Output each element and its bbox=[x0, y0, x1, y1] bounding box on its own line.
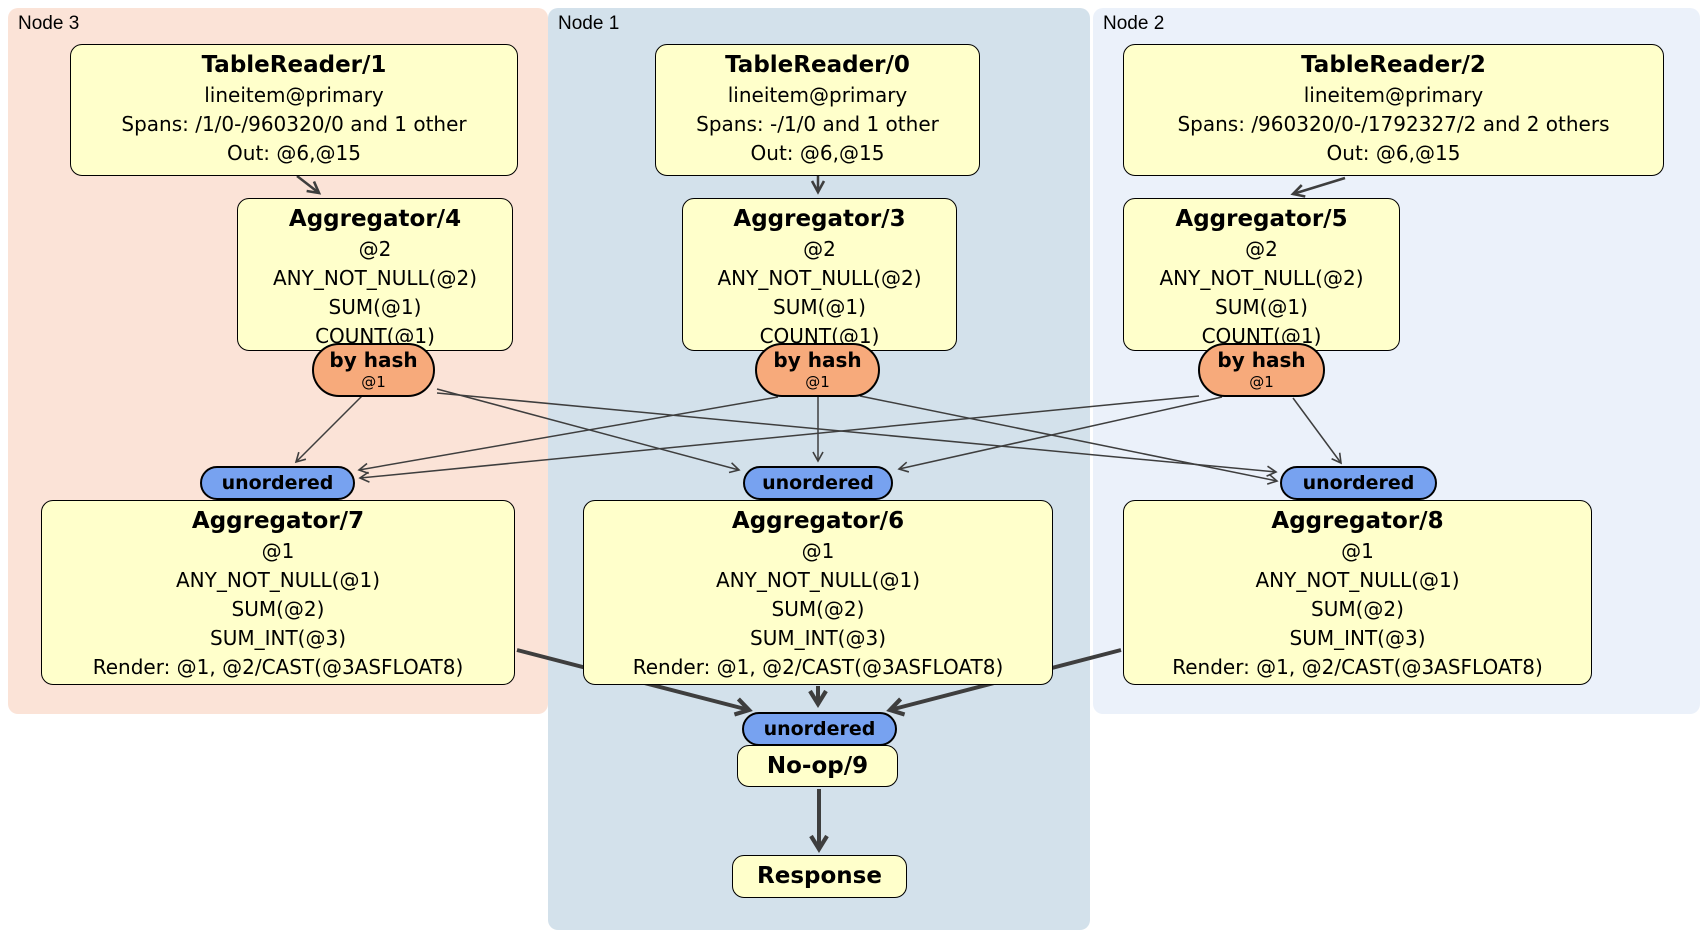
processor-tablereader-0: TableReader/0 lineitem@primary Spans: -/… bbox=[655, 44, 980, 176]
processor-title: TableReader/1 bbox=[201, 52, 387, 78]
processor-detail: ANY_NOT_NULL(@1) bbox=[1255, 568, 1460, 592]
router-by-hash-node1: by hash @1 bbox=[755, 343, 880, 397]
processor-detail: @2 bbox=[358, 237, 392, 261]
processor-aggregator-6: Aggregator/6 @1 ANY_NOT_NULL(@1) SUM(@2)… bbox=[583, 500, 1053, 685]
processor-title: Aggregator/6 bbox=[731, 508, 905, 534]
processor-detail: @1 bbox=[261, 539, 295, 563]
router-hash-column: @1 bbox=[1249, 373, 1274, 391]
processor-detail: Spans: -/1/0 and 1 other bbox=[696, 112, 939, 136]
processor-title: Response bbox=[757, 863, 882, 889]
processor-detail: ANY_NOT_NULL(@1) bbox=[716, 568, 920, 592]
processor-detail: SUM_INT(@3) bbox=[750, 626, 886, 650]
processor-aggregator-5: Aggregator/5 @2 ANY_NOT_NULL(@2) SUM(@1)… bbox=[1123, 198, 1400, 351]
stream-unordered-node2: unordered bbox=[1280, 466, 1437, 500]
processor-detail: ANY_NOT_NULL(@2) bbox=[717, 266, 922, 290]
processor-tablereader-2: TableReader/2 lineitem@primary Spans: /9… bbox=[1123, 44, 1664, 176]
processor-tablereader-1: TableReader/1 lineitem@primary Spans: /1… bbox=[70, 44, 518, 176]
stream-unordered-noop: unordered bbox=[742, 712, 897, 746]
processor-detail: SUM(@1) bbox=[1215, 295, 1308, 319]
panel-node3-label: Node 3 bbox=[18, 13, 80, 34]
panel-node1-label: Node 1 bbox=[558, 13, 620, 34]
processor-title: Aggregator/8 bbox=[1271, 508, 1444, 534]
router-label: by hash bbox=[329, 348, 418, 372]
processor-detail: ANY_NOT_NULL(@1) bbox=[176, 568, 380, 592]
processor-detail: SUM(@1) bbox=[773, 295, 866, 319]
processor-detail: ANY_NOT_NULL(@2) bbox=[273, 266, 477, 290]
processor-detail: SUM(@1) bbox=[328, 295, 422, 319]
stream-unordered-node3: unordered bbox=[200, 466, 355, 500]
processor-response: Response bbox=[732, 855, 907, 898]
processor-detail: ANY_NOT_NULL(@2) bbox=[1159, 266, 1364, 290]
processor-title: Aggregator/4 bbox=[288, 206, 462, 232]
processor-detail: Spans: /1/0-/960320/0 and 1 other bbox=[121, 112, 467, 136]
panel-node2-label: Node 2 bbox=[1103, 13, 1165, 34]
processor-detail: @1 bbox=[801, 539, 835, 563]
router-by-hash-node2: by hash @1 bbox=[1198, 343, 1325, 397]
processor-detail: Spans: /960320/0-/1792327/2 and 2 others bbox=[1177, 112, 1610, 136]
processor-noop-9: No-op/9 bbox=[737, 745, 898, 787]
processor-aggregator-7: Aggregator/7 @1 ANY_NOT_NULL(@1) SUM(@2)… bbox=[41, 500, 515, 685]
processor-detail: lineitem@primary bbox=[727, 83, 908, 107]
router-by-hash-node3: by hash @1 bbox=[312, 343, 435, 397]
processor-detail: Out: @6,@15 bbox=[750, 141, 885, 165]
stream-label: unordered bbox=[221, 472, 334, 494]
processor-aggregator-3: Aggregator/3 @2 ANY_NOT_NULL(@2) SUM(@1)… bbox=[682, 198, 957, 351]
processor-detail: SUM(@2) bbox=[771, 597, 865, 621]
processor-detail: Out: @6,@15 bbox=[227, 141, 361, 165]
processor-title: TableReader/0 bbox=[725, 52, 910, 78]
processor-detail: Render: @1, @2/CAST(@3ASFLOAT8) bbox=[632, 655, 1004, 679]
processor-detail: Render: @1, @2/CAST(@3ASFLOAT8) bbox=[92, 655, 464, 679]
router-hash-column: @1 bbox=[805, 373, 830, 391]
processor-title: No-op/9 bbox=[766, 752, 869, 779]
processor-detail: @2 bbox=[1245, 237, 1278, 261]
processor-title: Aggregator/3 bbox=[733, 206, 906, 232]
processor-detail: SUM(@2) bbox=[1311, 597, 1404, 621]
processor-detail: @2 bbox=[803, 237, 836, 261]
processor-aggregator-4: Aggregator/4 @2 ANY_NOT_NULL(@2) SUM(@1)… bbox=[237, 198, 513, 351]
stream-unordered-node1: unordered bbox=[743, 466, 893, 500]
processor-title: TableReader/2 bbox=[1301, 52, 1486, 78]
processor-title: Aggregator/5 bbox=[1175, 206, 1348, 232]
processor-detail: lineitem@primary bbox=[1303, 83, 1484, 107]
stream-label: unordered bbox=[763, 718, 876, 740]
processor-detail: @1 bbox=[1341, 539, 1374, 563]
router-label: by hash bbox=[773, 348, 862, 372]
processor-detail: SUM_INT(@3) bbox=[1289, 626, 1426, 650]
processor-detail: Out: @6,@15 bbox=[1326, 141, 1461, 165]
router-hash-column: @1 bbox=[361, 373, 386, 391]
stream-label: unordered bbox=[1302, 472, 1415, 494]
stream-label: unordered bbox=[762, 472, 874, 494]
processor-detail: lineitem@primary bbox=[204, 83, 384, 107]
processor-aggregator-8: Aggregator/8 @1 ANY_NOT_NULL(@1) SUM(@2)… bbox=[1123, 500, 1592, 685]
router-label: by hash bbox=[1217, 348, 1306, 372]
processor-title: Aggregator/7 bbox=[191, 508, 365, 534]
processor-detail: Render: @1, @2/CAST(@3ASFLOAT8) bbox=[1172, 655, 1543, 679]
processor-detail: SUM(@2) bbox=[231, 597, 325, 621]
processor-detail: SUM_INT(@3) bbox=[210, 626, 346, 650]
